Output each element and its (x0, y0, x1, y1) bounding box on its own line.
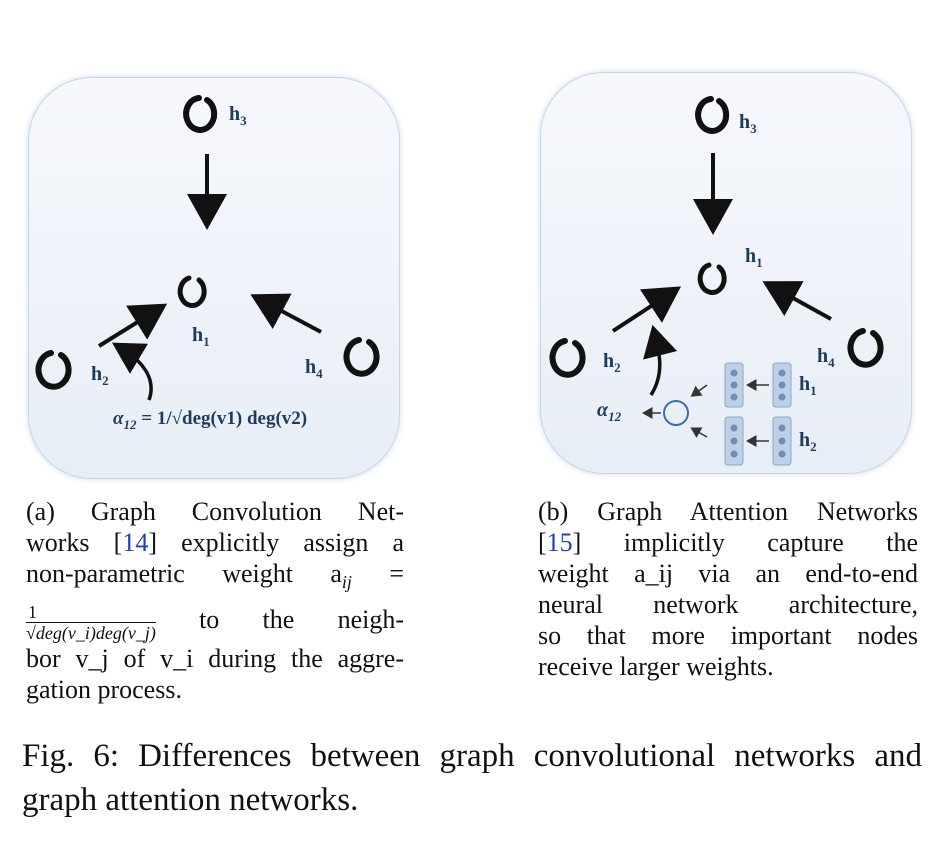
label-h2: h2 (91, 363, 109, 388)
arrow-vec1-to-attn (690, 384, 708, 397)
label-h3: h3 (229, 103, 247, 128)
arrow-h2-to-h1 (97, 303, 168, 348)
vector-wh2 (724, 416, 744, 466)
gcn-diagram (35, 95, 380, 401)
node-h3 (183, 95, 218, 133)
citation-link-14[interactable]: 14 (122, 528, 149, 557)
node-h1 (697, 262, 727, 295)
arrow-h4-to-h1 (762, 281, 832, 321)
vector-h2 (772, 416, 792, 466)
gat-diagram (549, 96, 884, 466)
vector-wh1 (724, 362, 744, 408)
citation-link-15[interactable]: 15 (546, 528, 573, 557)
label-h1: h1 (192, 324, 210, 349)
gcn-diagram-panel: h3 h1 h2 h4 α12 = 1/√deg(v1) deg(v2) (28, 77, 400, 479)
gat-diagram-panel: h3 h1 h2 h4 α12 h1 h2 (540, 72, 912, 474)
node-h1 (177, 275, 207, 308)
arrow-vec2-to-attn (690, 427, 708, 438)
label-alpha12: α12 (597, 399, 622, 424)
gcn-weight-formula: α12 = 1/√deg(v1) deg(v2) (113, 408, 308, 432)
alpha-curve-arrow (111, 342, 153, 401)
node-h4 (343, 337, 380, 377)
figure-caption: Fig. 6: Differences between graph convol… (22, 738, 922, 818)
subcaption-b: (b) Graph Attention Networks [15] implic… (538, 497, 918, 681)
arrow-h2-to-h1 (611, 286, 682, 333)
subcaption-a: (a) Graph Convolution Net- works [14] ex… (26, 497, 405, 704)
label-vector-h2: h2 (799, 429, 817, 454)
label-h2: h2 (603, 350, 621, 375)
label-h4: h4 (817, 345, 835, 370)
node-h4 (847, 328, 884, 368)
label-h4: h4 (305, 356, 323, 381)
alpha-curve-arrow (643, 324, 678, 396)
label-h3: h3 (739, 111, 757, 136)
node-h3 (695, 96, 730, 134)
vector-h1 (772, 362, 792, 408)
node-h2 (549, 338, 586, 378)
attention-node (663, 400, 689, 426)
label-vector-h1: h1 (799, 373, 817, 398)
label-h1: h1 (745, 245, 763, 270)
gcn-weight-fraction: 1√deg(v_i)deg(v_j) (26, 601, 156, 643)
node-h2 (35, 350, 72, 390)
arrow-h4-to-h1 (250, 293, 322, 334)
